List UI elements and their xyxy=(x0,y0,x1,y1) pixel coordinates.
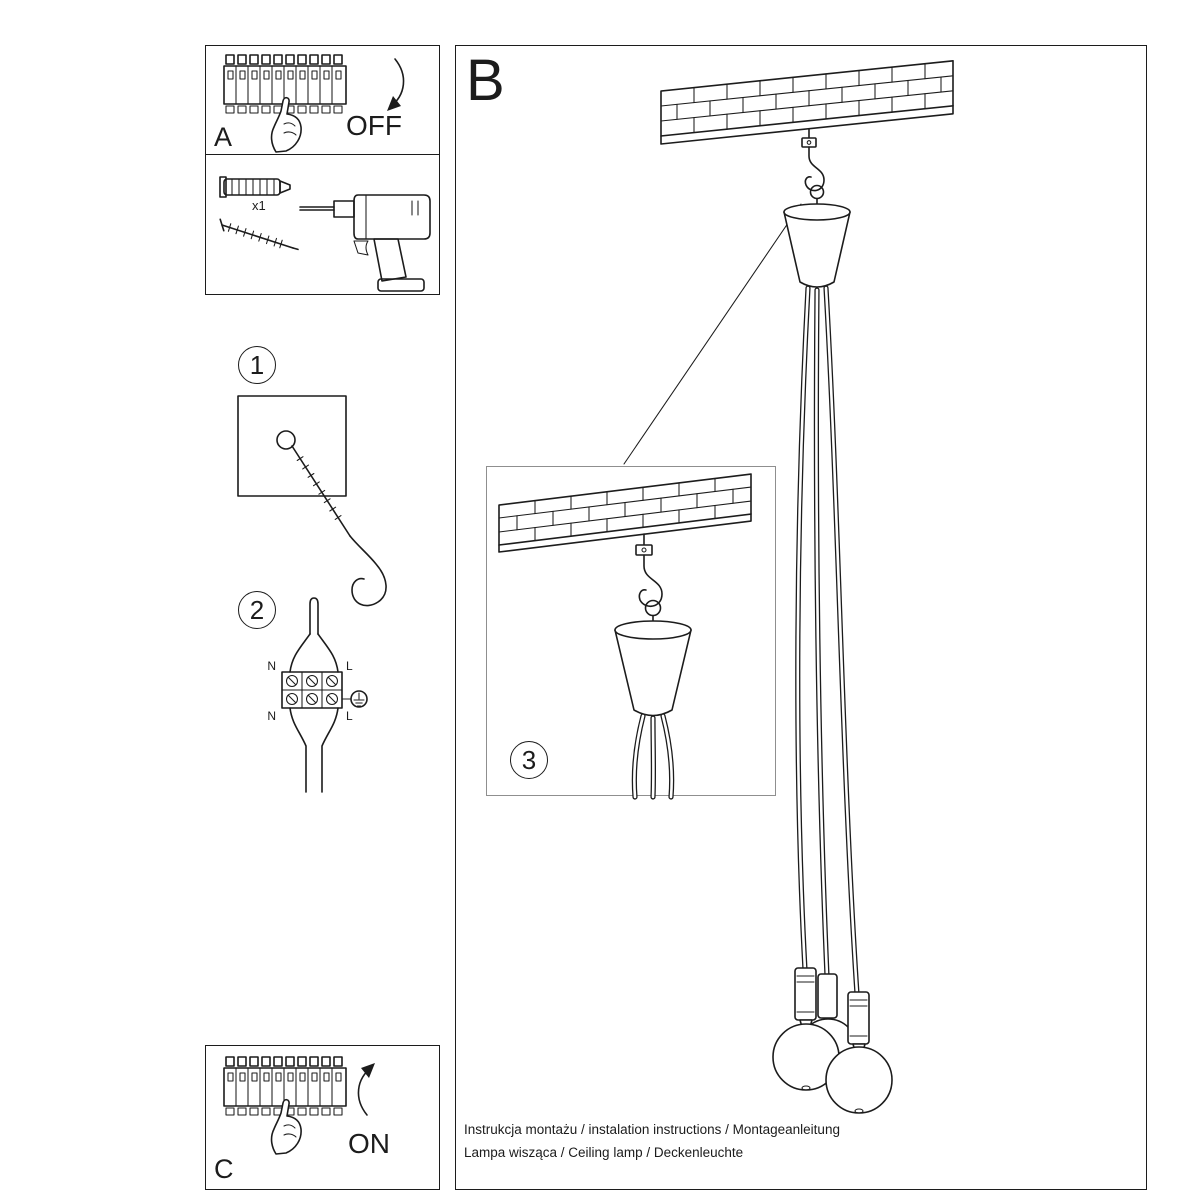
panel-b: B xyxy=(455,45,1147,1190)
ceiling-hook-detail-icon xyxy=(635,533,663,624)
canopy-detail-icon xyxy=(614,620,692,717)
earth-symbol-icon xyxy=(341,690,368,708)
step1-drawing xyxy=(237,395,387,607)
tools-drawing xyxy=(219,175,431,292)
wire-label-l-bottom: L xyxy=(346,709,353,723)
panel-tools: x1 xyxy=(205,153,440,295)
terminal-block-icon xyxy=(281,671,343,709)
wire-label-n-top: N xyxy=(267,659,276,673)
quantity-label: x1 xyxy=(252,197,266,213)
pendant-lamp-drawing xyxy=(623,60,954,1114)
canopy-icon xyxy=(783,203,851,288)
hook-screw-icon xyxy=(291,445,387,607)
ceiling-slab-icon xyxy=(660,60,954,145)
screw-icon xyxy=(219,217,299,250)
wire-out-right xyxy=(321,707,339,793)
ceiling-hook-icon xyxy=(801,128,825,209)
panel-b-label: B xyxy=(466,48,505,113)
footer-text: Instrukcja montażu / instalation instruc… xyxy=(464,1119,840,1165)
step1-number: 1 xyxy=(238,346,276,384)
cables-detail xyxy=(631,713,675,800)
pointing-hand-icon xyxy=(270,96,302,153)
hook-detail-drawing xyxy=(498,473,752,800)
step2-number: 2 xyxy=(238,591,276,629)
rotate-arrow-up-icon xyxy=(357,1063,375,1116)
rotate-arrow-down-icon xyxy=(387,58,405,111)
breaker-panel-icon xyxy=(223,54,347,153)
footer-line-2: Lampa wisząca / Ceiling lamp / Deckenleu… xyxy=(464,1145,744,1161)
wall-plug-icon xyxy=(219,175,291,198)
panel-a: OFF A xyxy=(205,45,440,155)
pendant-cables xyxy=(795,285,860,997)
wire-out-left xyxy=(289,707,307,793)
wire-label-n-bottom: N xyxy=(267,709,276,723)
on-label: ON xyxy=(348,1128,390,1159)
wiring-diagram: N L N L xyxy=(267,597,368,793)
breaker-panel-icon xyxy=(223,1056,347,1155)
ceiling-slab-detail-icon xyxy=(498,473,752,553)
inset-step3: 3 xyxy=(486,466,776,800)
pointing-hand-icon xyxy=(270,1098,302,1155)
step3-number: 3 xyxy=(510,741,548,779)
ceiling-surface-box xyxy=(237,395,347,497)
footer-line-1: Instrukcja montażu / instalation instruc… xyxy=(464,1122,840,1138)
wire-label-l-top: L xyxy=(346,659,353,673)
panel-c: ON C xyxy=(205,1045,440,1190)
mains-cable-icon xyxy=(309,597,319,635)
bulb-socket-left-icon xyxy=(772,967,840,1091)
panel-c-label: C xyxy=(214,1154,234,1184)
drill-icon xyxy=(299,193,431,292)
panel-a-label: A xyxy=(214,122,233,152)
detail-leader-line xyxy=(623,203,802,465)
drill-hole-icon xyxy=(276,430,296,450)
bulb-socket-right-icon xyxy=(825,991,893,1114)
off-label: OFF xyxy=(346,110,402,141)
